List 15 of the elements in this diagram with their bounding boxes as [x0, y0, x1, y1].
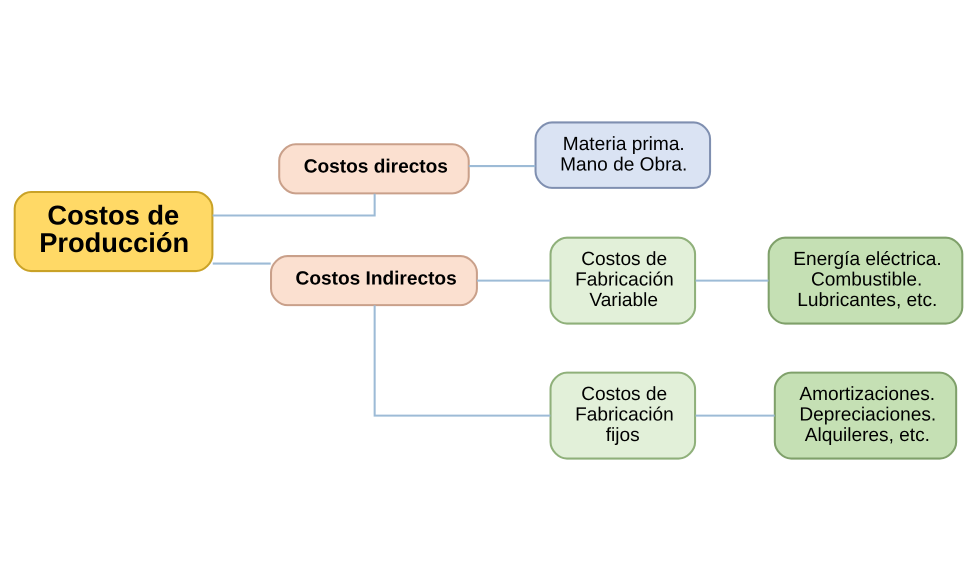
node-box: Costos de Fabricación fijos: [550, 372, 696, 460]
node-box: Amortizaciones. Depreciaciones. Alquileres, etc.: [774, 372, 958, 460]
node-box: Costos directos: [278, 143, 470, 194]
connector: [468, 165, 536, 168]
node-box: Energía eléctrica. Combustible. Lubricantes, etc.: [768, 236, 964, 325]
node-box: Costos de Producción: [14, 190, 214, 272]
connector: [476, 280, 550, 282]
node-box: Costos Indirectos: [270, 255, 478, 306]
connector: [696, 414, 775, 417]
connector: [696, 280, 768, 282]
node-box: Costos de Fabricación Variable: [550, 236, 696, 325]
node-box: Materia prima. Mano de Obra.: [534, 121, 712, 189]
connector: [212, 262, 271, 265]
connector: [212, 194, 376, 217]
connector: [374, 305, 550, 417]
